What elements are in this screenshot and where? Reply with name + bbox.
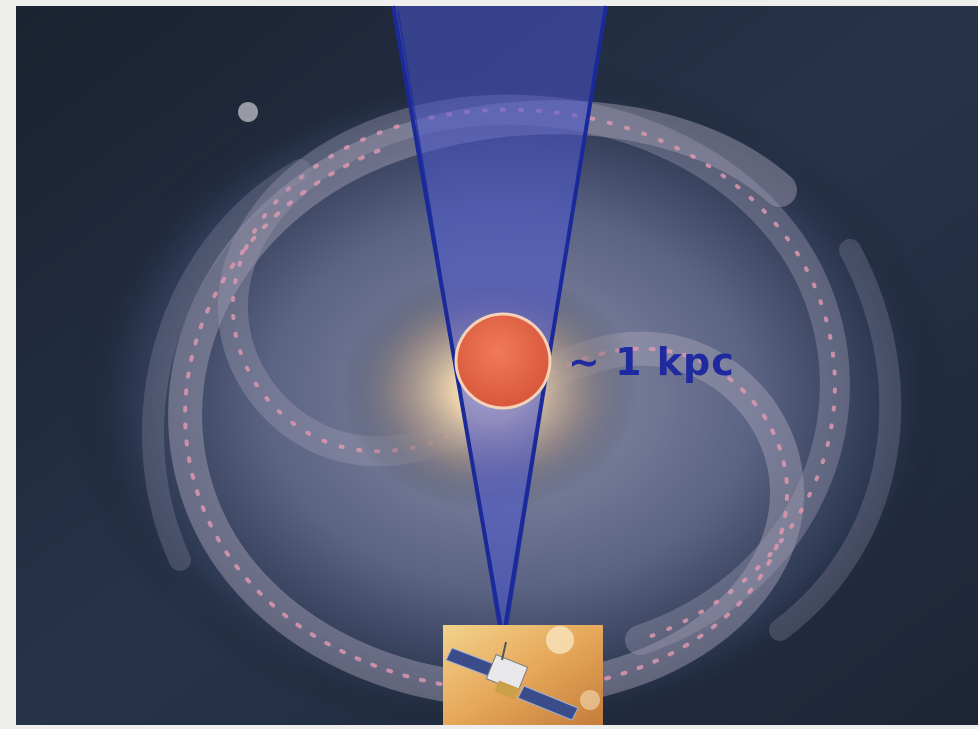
satellite-image (443, 625, 603, 725)
satellite-icon (445, 641, 579, 721)
region-circle (454, 312, 552, 410)
scale-label: ~ 1 kpc (568, 340, 735, 384)
